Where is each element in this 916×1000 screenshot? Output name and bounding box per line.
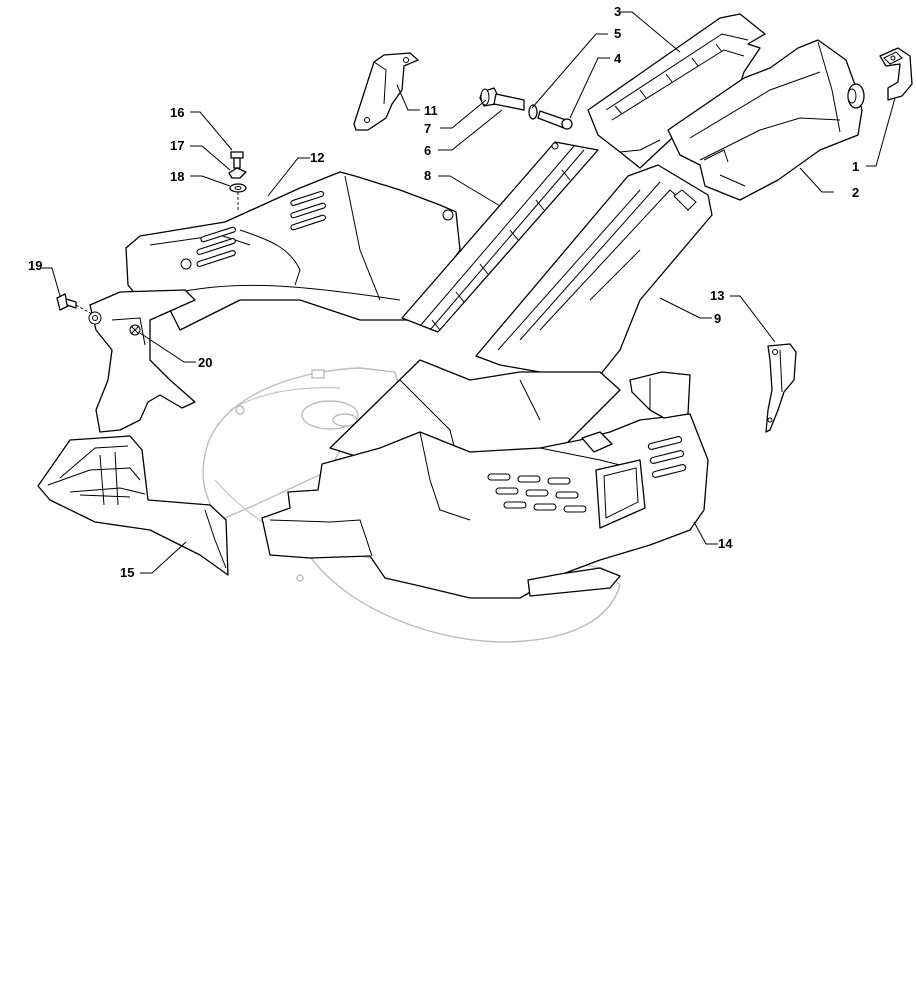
part-9-chute-cover (475, 164, 713, 376)
part-3-upper-flap (587, 13, 766, 169)
leader-lines (42, 11, 896, 574)
callout-19: 19 (28, 258, 42, 273)
callout-16: 16 (170, 105, 184, 120)
callout-12: 12 (310, 150, 324, 165)
callout-17: 17 (170, 138, 184, 153)
part-1-clip-bracket (879, 47, 913, 101)
part-2-rear-chute (667, 39, 865, 201)
callout-15: 15 (120, 565, 134, 580)
part-15-side-deflector (37, 435, 229, 576)
part-8-flap-strip (401, 141, 599, 333)
callout-2: 2 (852, 185, 859, 200)
callout-20: 20 (198, 355, 212, 370)
parts-16-18-fasteners (228, 151, 247, 212)
callout-7: 7 (424, 121, 431, 136)
part-14-front-housing (261, 371, 709, 599)
callout-4: 4 (614, 51, 622, 66)
callout-1: 1 (852, 159, 859, 174)
callout-3: 3 (614, 4, 621, 19)
part-13-bracket (765, 343, 797, 433)
callout-14: 14 (718, 536, 733, 551)
callout-8: 8 (424, 168, 431, 183)
callout-9: 9 (714, 311, 721, 326)
callout-6: 6 (424, 143, 431, 158)
callout-5: 5 (614, 26, 621, 41)
callout-13: 13 (710, 288, 724, 303)
part-11-bracket (353, 52, 419, 131)
part-19-bolt (56, 293, 93, 315)
parts-4-7-pin-assembly (479, 87, 573, 130)
callout-labels: 1 2 3 4 5 6 7 8 9 11 12 13 14 15 16 17 1… (28, 4, 859, 580)
callout-18: 18 (170, 169, 184, 184)
part-20-side-plate (88, 289, 196, 433)
callout-11: 11 (424, 103, 438, 118)
